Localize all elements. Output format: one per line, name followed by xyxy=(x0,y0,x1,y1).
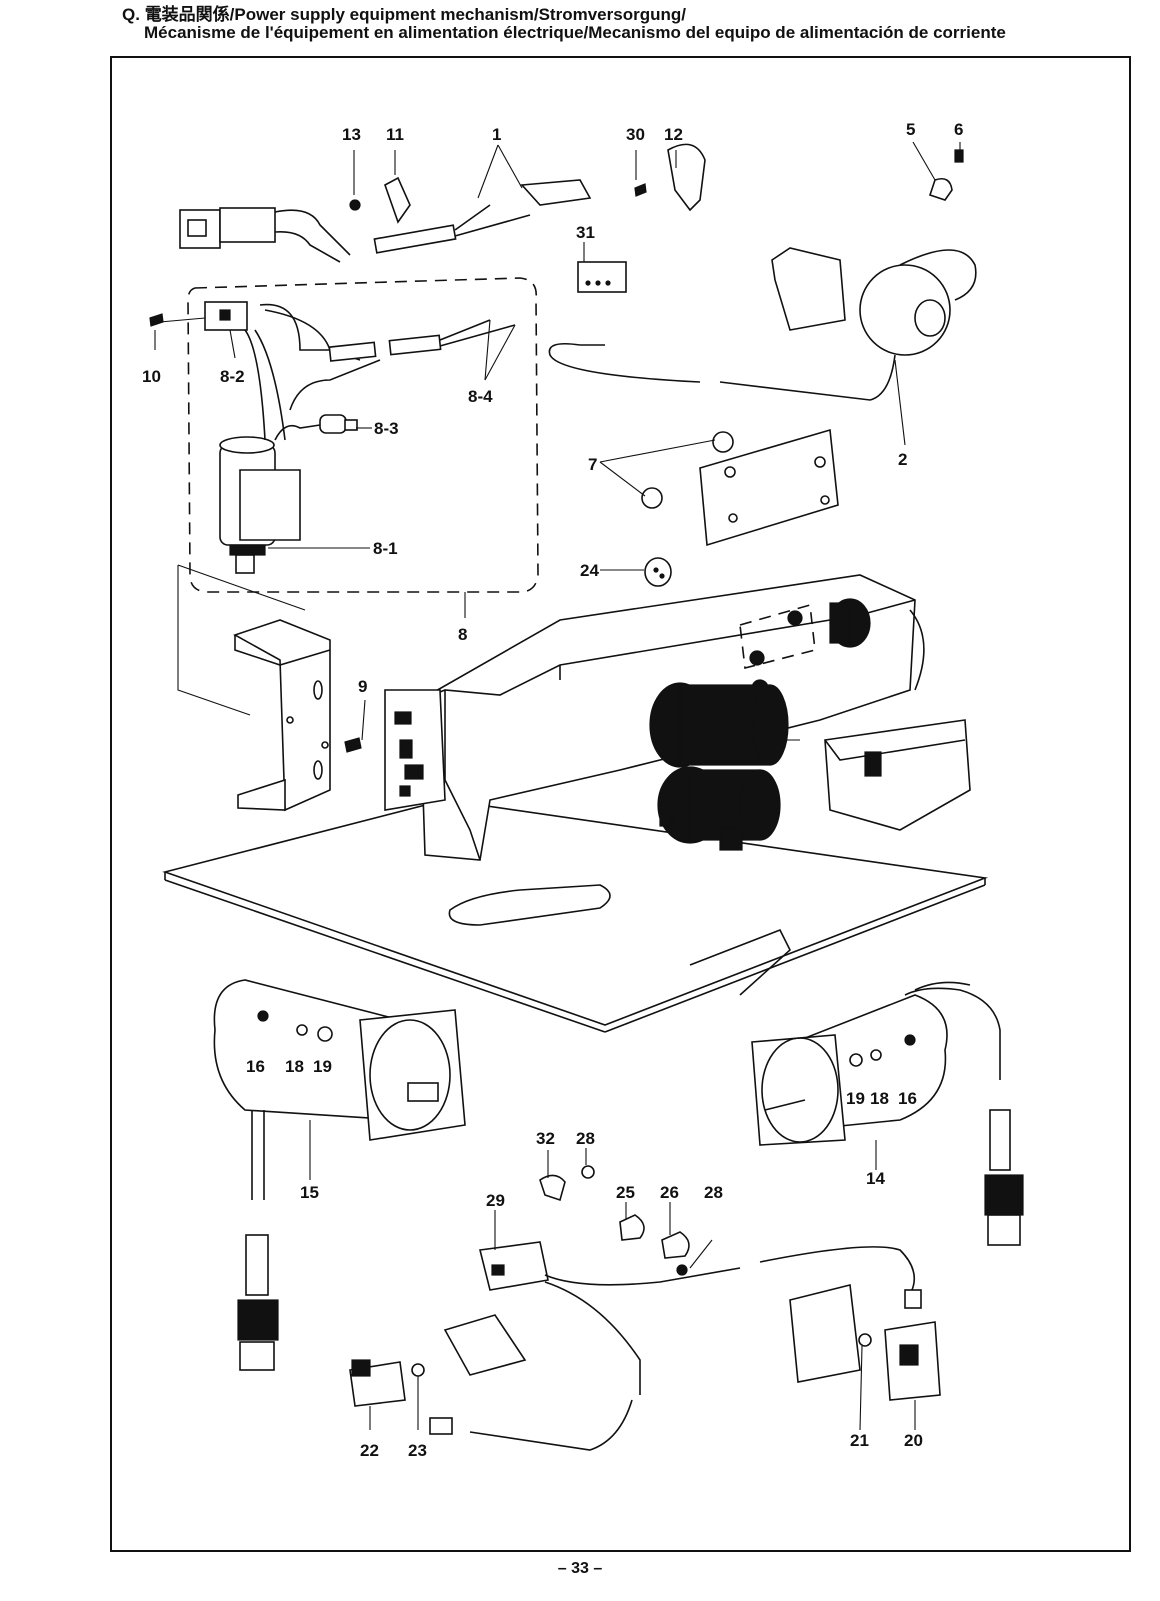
callout-8: 8 xyxy=(458,625,467,644)
top-harness xyxy=(179,144,592,263)
section-title-line2: Mécanisme de l'équipement en alimentatio… xyxy=(144,23,1006,42)
callout-15: 15 xyxy=(300,1183,319,1202)
callout-6: 6 xyxy=(954,120,963,139)
callout-11: 11 xyxy=(386,125,404,144)
machine-arm xyxy=(384,574,971,861)
callout-7: 7 xyxy=(588,455,597,474)
right-top-parts xyxy=(548,143,977,401)
section-letter: Q. xyxy=(122,5,140,24)
callout-10: 10 xyxy=(142,367,161,386)
callout-13: 13 xyxy=(342,125,361,144)
capacitor-assembly-group xyxy=(149,277,539,618)
callout-8-1: 8-1 xyxy=(373,539,398,558)
left-motor xyxy=(213,979,466,1371)
right-motor xyxy=(751,981,1024,1246)
section-title-line1: 電装品関係/Power supply equipment mechanism/S… xyxy=(144,5,686,24)
callout-31: 31 xyxy=(576,223,595,242)
callout-2: 2 xyxy=(898,450,907,469)
callout-8-2: 8-2 xyxy=(220,367,245,386)
callout-9: 9 xyxy=(358,677,367,696)
callout-12: 12 xyxy=(664,125,683,144)
machine-table xyxy=(162,799,989,1033)
callout-20: 20 xyxy=(904,1431,923,1450)
callout-28-top: 28 xyxy=(576,1129,595,1148)
callout-26: 26 xyxy=(660,1183,679,1202)
diagram-frame xyxy=(110,56,1131,1552)
callout-25: 25 xyxy=(616,1183,635,1202)
callout-18-left: 18 xyxy=(285,1057,304,1076)
callout-8-4: 8-4 xyxy=(468,387,493,406)
cover-plate xyxy=(599,428,839,587)
callout-5: 5 xyxy=(906,120,915,139)
callout-16-left: 16 xyxy=(246,1057,265,1076)
callout-18-right: 18 xyxy=(870,1089,889,1108)
callout-labels: 1 2 5 6 7 8 8-1 8-2 8-3 8-4 9 10 11 12 1… xyxy=(142,120,963,1460)
callout-16-right: 16 xyxy=(898,1089,917,1108)
callout-19-left: 19 xyxy=(313,1057,332,1076)
callout-8-3: 8-3 xyxy=(374,419,399,438)
leader-lines xyxy=(154,141,961,1431)
page-header: Q. 電装品関係/Power supply equipment mechanis… xyxy=(122,6,1006,42)
callout-14: 14 xyxy=(866,1169,885,1188)
callout-21: 21 xyxy=(850,1431,869,1450)
callout-29: 29 xyxy=(486,1191,505,1210)
callout-28-right: 28 xyxy=(704,1183,723,1202)
callout-32: 32 xyxy=(536,1129,555,1148)
callout-30: 30 xyxy=(626,125,645,144)
callout-1: 1 xyxy=(492,125,501,144)
callout-22: 22 xyxy=(360,1441,379,1460)
callout-23: 23 xyxy=(408,1441,427,1460)
page-number: – 33 – xyxy=(557,1560,603,1577)
callout-24: 24 xyxy=(580,561,599,580)
mounting-bracket xyxy=(177,564,362,812)
bottom-wiring xyxy=(349,1165,941,1451)
callout-19-right: 19 xyxy=(846,1089,865,1108)
